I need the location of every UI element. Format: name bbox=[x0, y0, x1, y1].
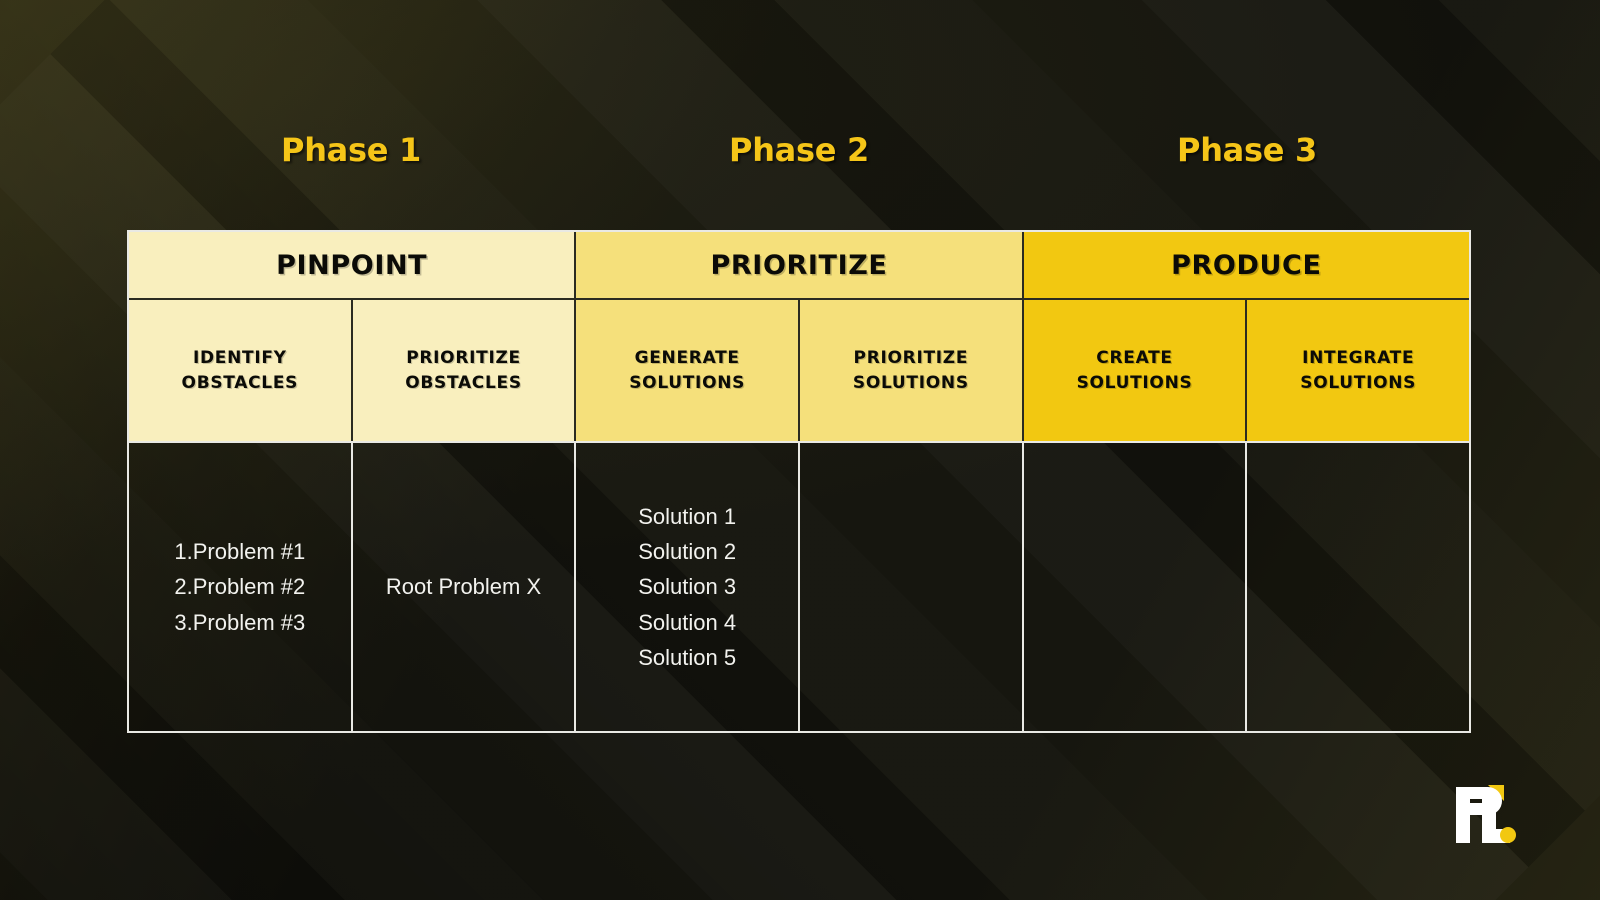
phase-label-1: Phase 1 bbox=[281, 131, 421, 169]
list-item: 3.Problem #3 bbox=[174, 609, 306, 635]
sub-header-integrate-solutions: INTEGRATE SOLUTIONS bbox=[1247, 298, 1470, 441]
sub-header-line2: OBSTACLES bbox=[405, 373, 522, 393]
phase-label-2: Phase 2 bbox=[729, 131, 869, 169]
sub-header-line1: PRIORITIZE bbox=[853, 347, 969, 368]
phase-header-pinpoint-label: PINPOINT bbox=[276, 249, 428, 281]
problem-list: 1.Problem #1 2.Problem #2 3.Problem #3 bbox=[174, 534, 305, 640]
pl-monogram-logo bbox=[1448, 781, 1516, 847]
content-row: 1.Problem #1 2.Problem #2 3.Problem #3 R… bbox=[129, 441, 1469, 731]
sub-header-line2: SOLUTIONS bbox=[629, 373, 746, 393]
sub-header-identify-obstacles: IDENTIFY OBSTACLES bbox=[129, 298, 353, 441]
sub-header-prioritize-solutions: PRIORITIZE SOLUTIONS bbox=[800, 298, 1024, 441]
cell-prioritize-solutions[interactable] bbox=[800, 443, 1024, 731]
list-item: Solution 1 bbox=[638, 504, 737, 530]
phase-header-pinpoint: PINPOINT bbox=[129, 232, 577, 298]
list-item: Solution 2 bbox=[638, 539, 737, 565]
sub-header-line2: OBSTACLES bbox=[181, 373, 299, 393]
logo-dot bbox=[1500, 827, 1516, 843]
phase-header-produce-label: PRODUCE bbox=[1171, 249, 1322, 281]
phase-header-prioritize: PRIORITIZE bbox=[576, 232, 1024, 298]
sub-header-line2: SOLUTIONS bbox=[1076, 373, 1193, 393]
solution-list: Solution 1 Solution 2 Solution 3 Solutio… bbox=[638, 499, 736, 675]
sub-header-create-solutions: CREATE SOLUTIONS bbox=[1023, 298, 1248, 441]
sub-header-row: IDENTIFY OBSTACLES PRIORITIZE OBSTACLES … bbox=[129, 298, 1470, 441]
cell-create-solutions[interactable] bbox=[1024, 443, 1248, 731]
phase-label-row: Phase 1 Phase 2 Phase 3 bbox=[127, 122, 1471, 178]
sub-header-line1: INTEGRATE bbox=[1302, 347, 1415, 368]
list-item: 2.Problem #2 bbox=[174, 574, 306, 600]
cell-generate-solutions[interactable]: Solution 1 Solution 2 Solution 3 Solutio… bbox=[576, 443, 801, 731]
sub-header-line1: PRIORITIZE bbox=[406, 347, 521, 368]
phase-label-3: Phase 3 bbox=[1177, 131, 1317, 169]
phase-header-row: PINPOINT PRIORITIZE PRODUCE bbox=[129, 232, 1469, 298]
phase-header-prioritize-label: PRIORITIZE bbox=[710, 249, 888, 281]
list-item: 1.Problem #1 bbox=[174, 539, 306, 565]
root-problem-text: Root Problem X bbox=[385, 574, 542, 599]
phase-matrix: PINPOINT PRIORITIZE PRODUCE IDENTIFY OBS… bbox=[127, 230, 1471, 733]
cell-integrate-solutions[interactable] bbox=[1247, 443, 1469, 731]
cell-identify-obstacles[interactable]: 1.Problem #1 2.Problem #2 3.Problem #3 bbox=[129, 443, 353, 731]
sub-header-generate-solutions: GENERATE SOLUTIONS bbox=[576, 298, 801, 441]
sub-header-line2: SOLUTIONS bbox=[1300, 373, 1417, 393]
cell-prioritize-obstacles[interactable]: Root Problem X bbox=[353, 443, 577, 731]
sub-header-prioritize-obstacles: PRIORITIZE OBSTACLES bbox=[352, 298, 577, 441]
sub-header-line1: CREATE bbox=[1096, 347, 1173, 368]
phase-header-produce: PRODUCE bbox=[1023, 232, 1469, 298]
list-item: Solution 4 bbox=[638, 609, 737, 635]
sub-header-line2: SOLUTIONS bbox=[852, 373, 969, 393]
list-item: Solution 3 bbox=[638, 574, 737, 600]
sub-header-line1: GENERATE bbox=[634, 347, 740, 368]
sub-header-line1: IDENTIFY bbox=[192, 347, 287, 368]
list-item: Solution 5 bbox=[638, 644, 737, 670]
